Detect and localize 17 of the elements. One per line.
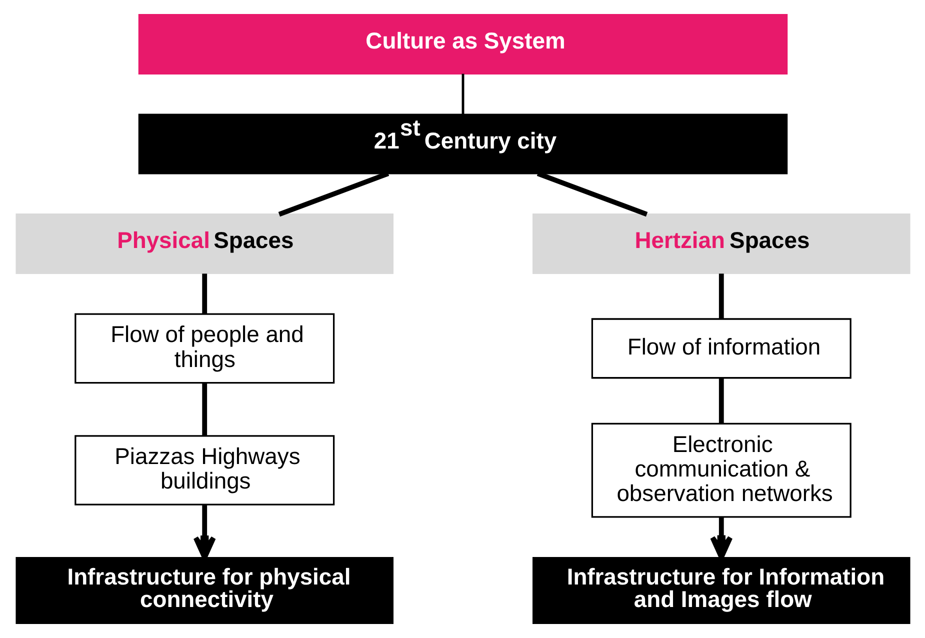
connector <box>718 274 724 319</box>
connector <box>202 274 207 314</box>
node-box: Culture as System <box>138 14 788 75</box>
arrow <box>710 517 732 560</box>
node-box: Piazzas Highways buildings <box>74 435 334 506</box>
node-box: Electronic communication & observation networks <box>590 422 851 518</box>
node-box: Infrastructure for physical connectivity <box>15 556 393 624</box>
connector <box>718 378 724 424</box>
connector <box>536 171 648 217</box>
connector <box>202 383 207 436</box>
connector <box>461 74 464 114</box>
connector <box>278 171 389 217</box>
node-box: Flow of people and things <box>74 313 334 384</box>
node-box: Flow of information <box>590 318 851 379</box>
node-box: Infrastructure for Information and Images flow <box>532 556 910 624</box>
node-box: Physical Spaces <box>15 214 393 274</box>
node-box: Hertzian Spaces <box>532 214 910 274</box>
